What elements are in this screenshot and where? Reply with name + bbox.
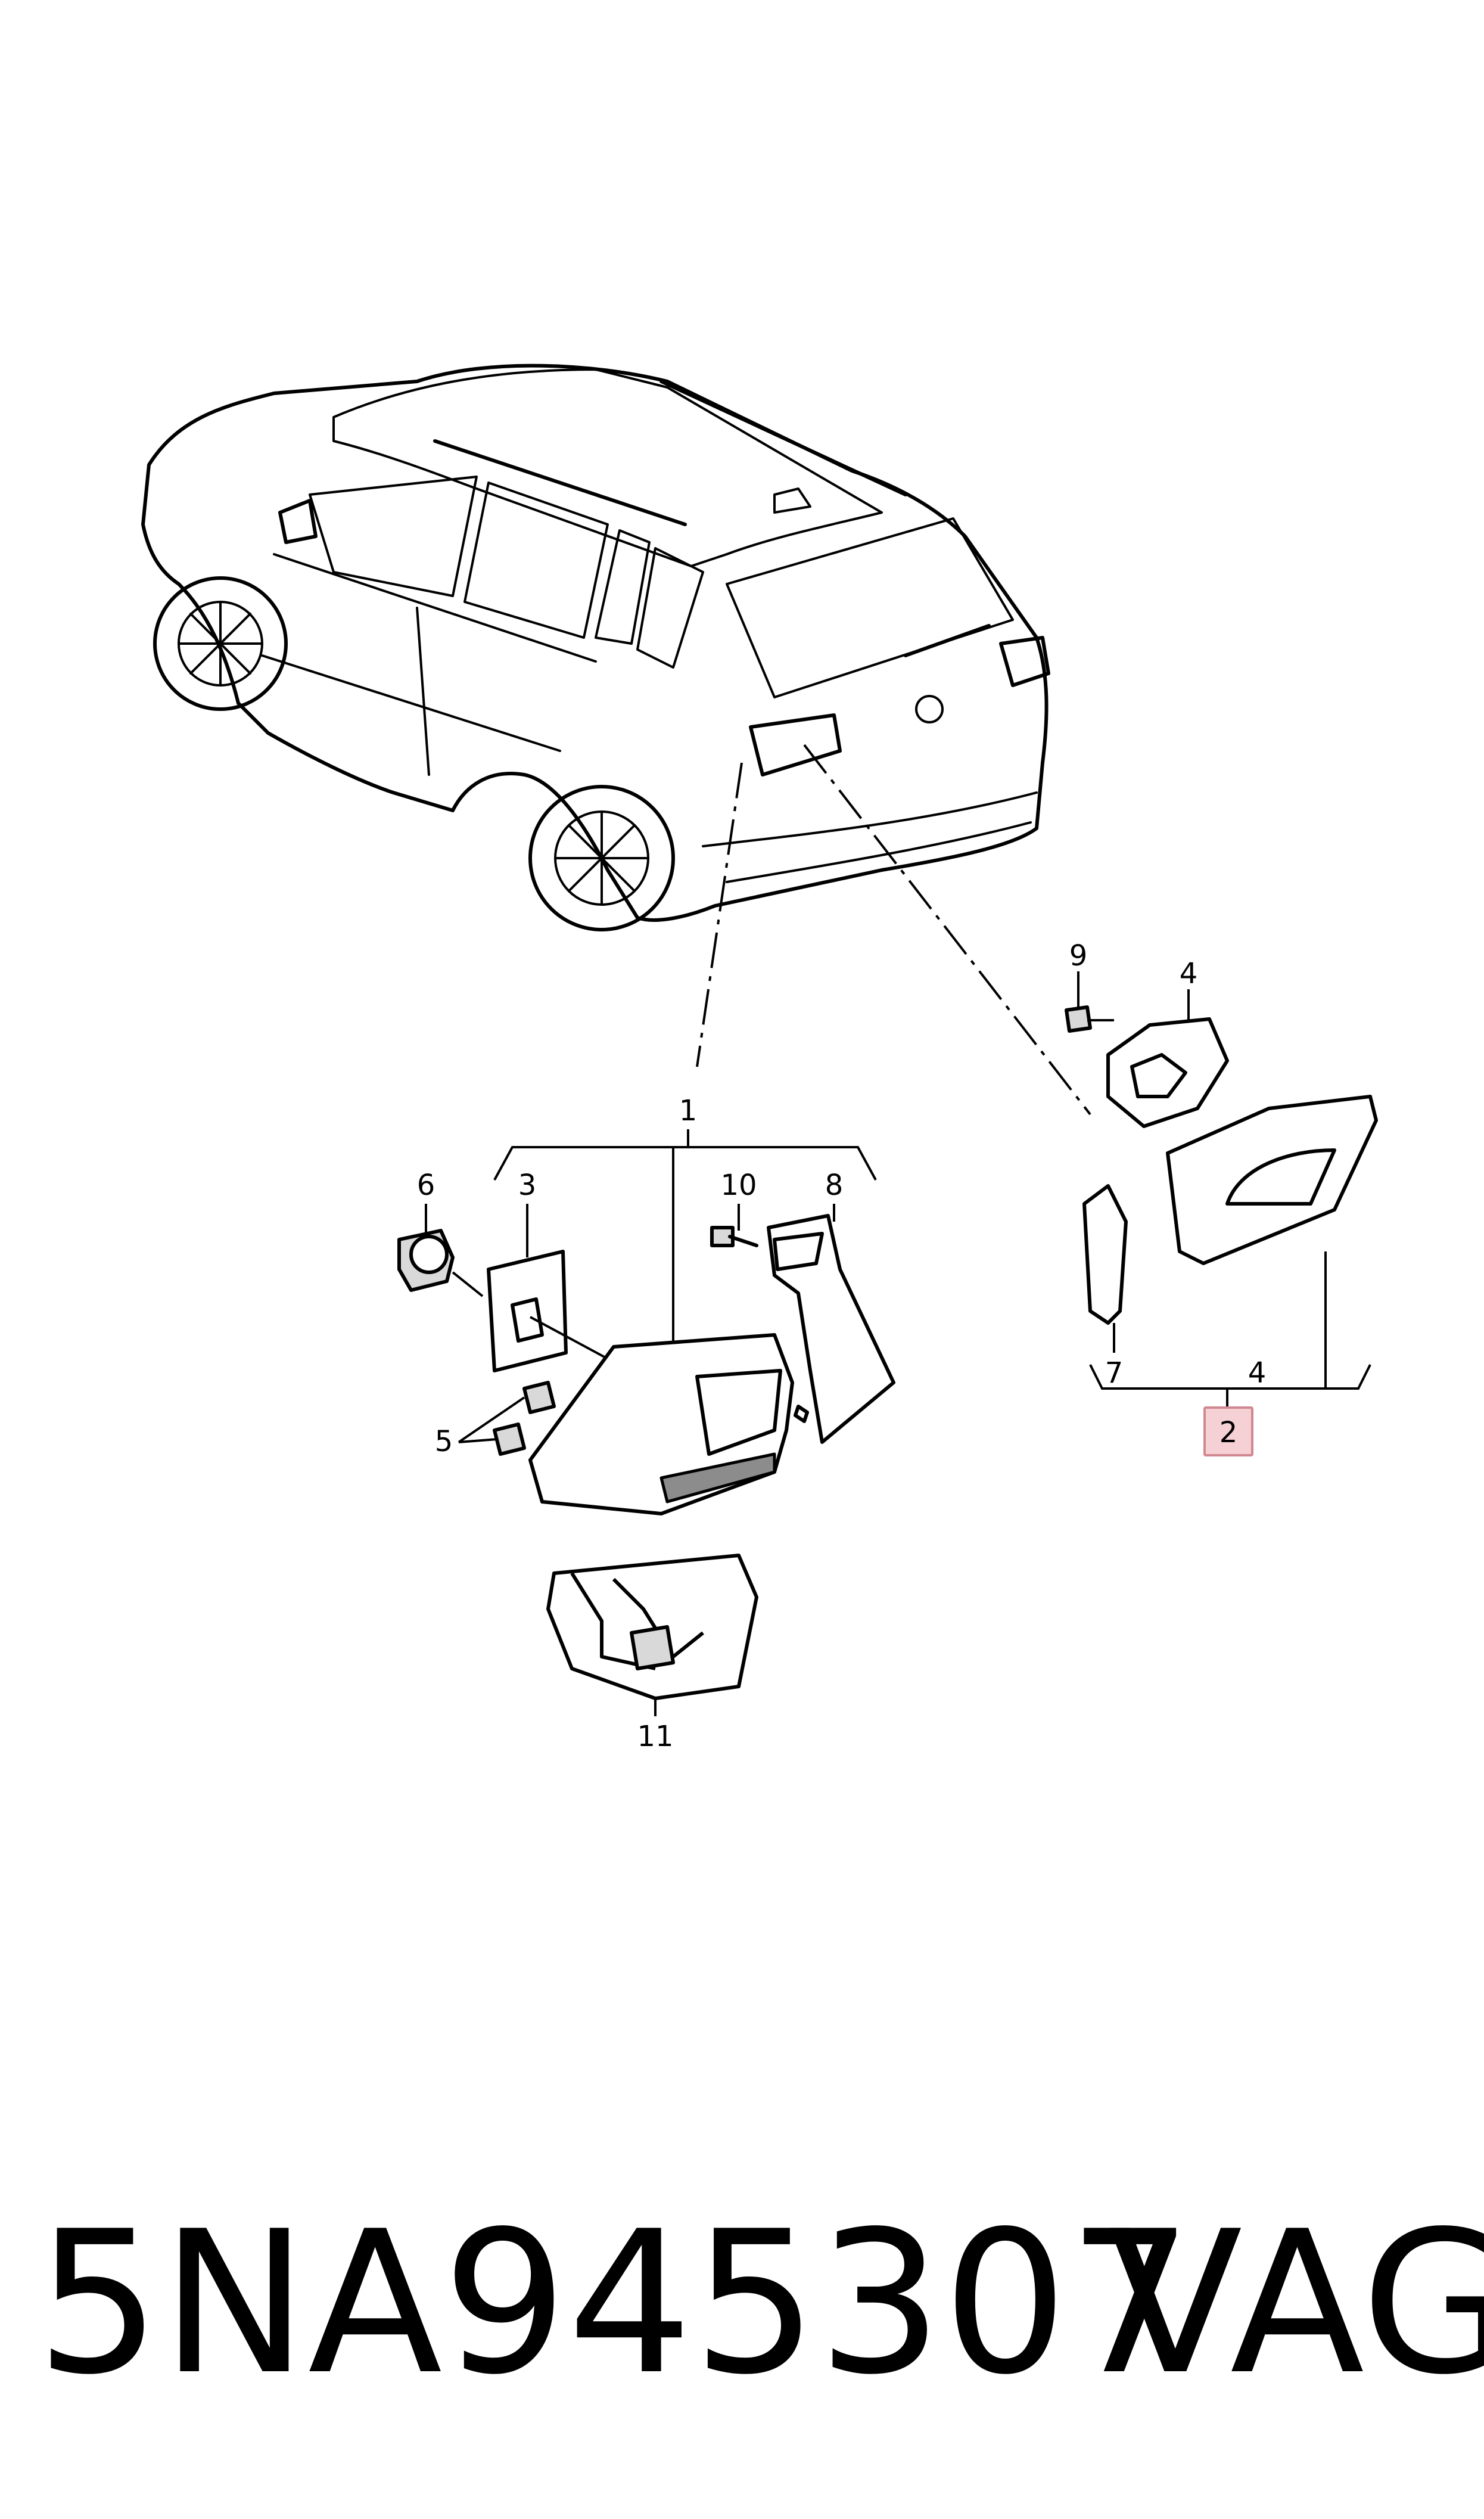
part-3-seal xyxy=(487,1204,608,1372)
callout-5[interactable]: 5 xyxy=(435,1425,453,1458)
group-1-bracket xyxy=(493,1129,877,1347)
callout-4-lower[interactable]: 4 xyxy=(1248,1356,1267,1390)
part-10-screw xyxy=(710,1204,758,1247)
part-1-tail-lamp xyxy=(528,1333,809,1515)
part-number: 5NA945307 xyxy=(36,2189,1193,2418)
part-8-bracket xyxy=(767,1204,895,1444)
part-9-nut xyxy=(1065,971,1114,1033)
callout-10[interactable]: 10 xyxy=(720,1169,757,1202)
part-7-trim-strip xyxy=(1082,1184,1128,1353)
highlight-box-2[interactable] xyxy=(1203,1406,1253,1456)
part-11-lamp-carrier xyxy=(546,1554,758,1716)
part-5-nuts xyxy=(458,1381,556,1456)
part-4-seal xyxy=(1106,989,1229,1128)
part-6-bulb-socket xyxy=(397,1204,484,1297)
callout-11[interactable]: 11 xyxy=(637,1720,673,1753)
part-4-tail-lamp-inner xyxy=(1166,1095,1378,1389)
group-2-bracket xyxy=(1089,1364,1371,1406)
callout-6[interactable]: 6 xyxy=(417,1169,435,1202)
callout-9[interactable]: 9 xyxy=(1069,939,1088,973)
callout-4-upper[interactable]: 4 xyxy=(1180,957,1198,990)
callout-3[interactable]: 3 xyxy=(518,1169,537,1202)
locator-line-2 xyxy=(803,744,1091,1116)
callout-8[interactable]: 8 xyxy=(825,1169,844,1202)
locator-line-1 xyxy=(696,762,743,1067)
brand-label: VAG xyxy=(1108,2189,1484,2418)
callout-7[interactable]: 7 xyxy=(1105,1356,1124,1390)
callout-1[interactable]: 1 xyxy=(679,1094,698,1128)
callout-2[interactable]: 2 xyxy=(1219,1416,1238,1449)
car-illustration xyxy=(141,364,1050,931)
